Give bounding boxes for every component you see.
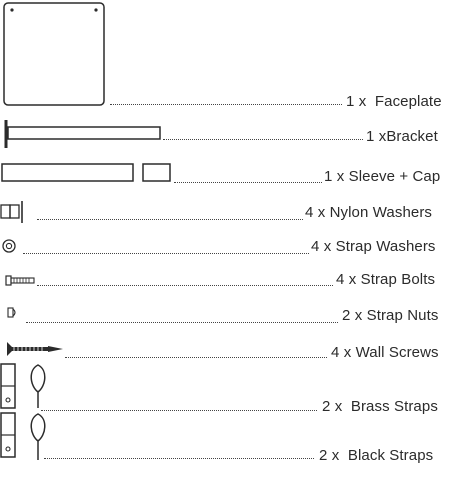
black-strap-icon xyxy=(0,412,46,460)
strap-washer-icon xyxy=(2,239,16,253)
leader-dots xyxy=(23,253,309,254)
strap-nut-icon xyxy=(7,307,16,318)
faceplate-icon xyxy=(3,2,105,106)
part-label-faceplate: 1 x Faceplate xyxy=(346,93,442,110)
leader-dots xyxy=(110,104,342,105)
leader-dots xyxy=(41,410,317,411)
part-label-strap-washers: 4 x Strap Washers xyxy=(311,238,436,255)
part-label-sleeve-cap: 1 x Sleeve + Cap xyxy=(324,168,441,185)
leader-dots xyxy=(163,139,363,140)
leader-dots xyxy=(37,285,333,286)
part-label-nylon-washers: 4 x Nylon Washers xyxy=(305,204,433,221)
leader-dots xyxy=(174,182,322,183)
part-label-wall-screws: 4 x Wall Screws xyxy=(331,344,439,361)
part-label-bracket: 1 xBracket xyxy=(366,128,438,145)
part-label-strap-bolts: 4 x Strap Bolts xyxy=(336,271,436,288)
strap-bolt-icon xyxy=(5,275,35,286)
leader-dots xyxy=(37,219,303,220)
bracket-icon xyxy=(4,120,161,148)
leader-dots xyxy=(26,322,338,323)
part-label-black-straps: 2 x Black Straps xyxy=(319,447,434,464)
wall-screw-icon xyxy=(7,342,63,356)
part-label-brass-straps: 2 x Brass Straps xyxy=(322,398,438,415)
leader-dots xyxy=(44,458,314,459)
sleeve-cap-icon xyxy=(1,163,171,182)
leader-dots xyxy=(65,357,327,358)
nylon-washer-icon xyxy=(0,201,23,223)
part-label-strap-nuts: 2 x Strap Nuts xyxy=(342,307,439,324)
brass-strap-icon xyxy=(0,363,46,409)
